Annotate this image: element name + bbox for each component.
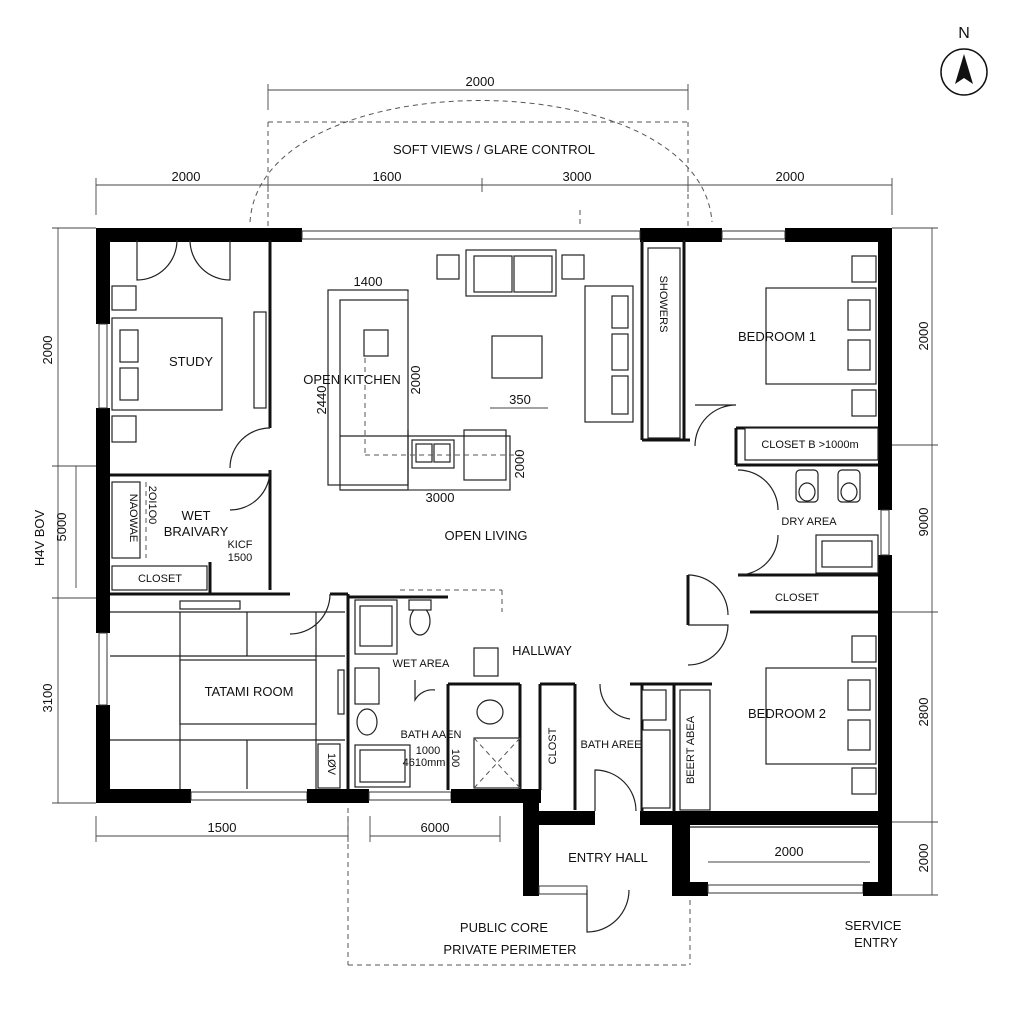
study-furniture <box>111 285 267 443</box>
room-bath-aaen: BATH AAEN <box>401 729 462 741</box>
compass-label: N <box>958 25 970 42</box>
room-dry-area: DRY AREA <box>781 516 837 528</box>
room-tatami: TATAMI ROOM <box>205 684 294 699</box>
dry-area-fixtures <box>795 469 879 574</box>
room-open-living: OPEN LIVING <box>444 528 527 543</box>
zone-private-perimeter: PRIVATE PERIMETER <box>443 942 576 957</box>
room-tatami-side: 1ØV <box>325 753 337 776</box>
room-wet-4: 1500 <box>228 552 252 564</box>
dim-left-2b: H4V BOV <box>32 509 47 566</box>
dim-right-1: 2000 <box>916 322 931 351</box>
room-bedroom-1: BEDROOM 1 <box>738 329 816 344</box>
dim-bottom-1: 1500 <box>208 820 237 835</box>
compass: N <box>940 25 988 96</box>
soft-views-canopy: SOFT VIEWS / GLARE CONTROL <box>249 100 713 228</box>
top-dimensions: 2000 2000 1600 3000 2000 <box>95 74 893 215</box>
room-wet-2: BRAIVARY <box>164 524 229 539</box>
room-bath-dim-2: 4610mm <box>403 757 446 769</box>
room-bath-dim-side: 100 <box>449 749 461 767</box>
bedroom-2-furniture <box>679 635 877 811</box>
dim-left-1: 2000 <box>40 336 55 365</box>
dim-island-w: 3000 <box>426 490 455 505</box>
dim-right-4: 2000 <box>916 844 931 873</box>
room-bath-aree: BATH AREE <box>581 739 642 751</box>
room-wet-3: KICF <box>227 539 252 551</box>
exterior-walls <box>96 228 892 896</box>
room-open-kitchen: OPEN KITCHEN <box>303 372 401 387</box>
room-closet-right: CLOSET <box>775 592 819 604</box>
dim-top-2: 1600 <box>373 169 402 184</box>
room-closet-vertical: CLOST <box>547 727 559 764</box>
zone-entry: ENTRY <box>854 935 898 950</box>
zone-service: SERVICE <box>845 918 902 933</box>
dim-counter-h: 2000 <box>512 450 527 479</box>
room-nanowae-dim: 2OI1O0 <box>146 486 158 525</box>
dim-left-2: 5000 <box>54 513 69 542</box>
room-closet-b1: CLOSET B >1000m <box>761 439 858 451</box>
dim-top-overall: 2000 <box>466 74 495 89</box>
dim-kitchen-w: 1400 <box>354 274 383 289</box>
room-showers: SHOWERS <box>657 276 669 333</box>
room-hallway: HALLWAY <box>512 643 572 658</box>
room-bath-dim-1: 1000 <box>416 745 440 757</box>
left-wing-fixtures <box>110 481 345 789</box>
dim-left-3: 3100 <box>40 684 55 713</box>
room-wet-1: WET <box>182 508 211 523</box>
room-bedroom-2: BEDROOM 2 <box>748 706 826 721</box>
dim-living-table: 350 <box>509 392 531 407</box>
dim-right-3: 2800 <box>916 698 931 727</box>
side-dimensions <box>52 227 938 896</box>
bath-fixtures <box>354 589 671 809</box>
dim-bottom-2: 6000 <box>421 820 450 835</box>
dim-top-4: 2000 <box>776 169 805 184</box>
rotated-dimension-labels: 2000 H4V BOV 5000 3100 2000 9000 2800 20… <box>32 322 931 873</box>
room-nanowae: NAOWAE <box>127 494 139 543</box>
room-beert-abea: BEERT ABEA <box>685 715 697 784</box>
room-wet-area: WET AREA <box>393 658 450 670</box>
room-closet-left: CLOSET <box>138 573 182 585</box>
dim-right-2: 9000 <box>916 508 931 537</box>
dim-top-1: 2000 <box>172 169 201 184</box>
dim-top-3: 3000 <box>563 169 592 184</box>
bedroom-1-furniture <box>647 247 879 461</box>
doors <box>136 239 779 933</box>
kitchen-fixtures <box>327 289 548 491</box>
zone-soft-views: SOFT VIEWS / GLARE CONTROL <box>393 142 595 157</box>
room-labels: STUDY OPEN KITCHEN OPEN LIVING BEDROOM 1… <box>127 276 859 865</box>
room-entry-hall: ENTRY HALL <box>568 850 648 865</box>
room-study: STUDY <box>169 354 213 369</box>
dim-kitchen-d: 2000 <box>408 366 423 395</box>
entry-hall <box>347 808 878 966</box>
dim-entry-right: 2000 <box>775 844 804 859</box>
living-furniture <box>436 249 634 423</box>
zone-public-core: PUBLIC CORE <box>460 920 548 935</box>
dim-kitchen-h: 2440 <box>314 386 329 415</box>
